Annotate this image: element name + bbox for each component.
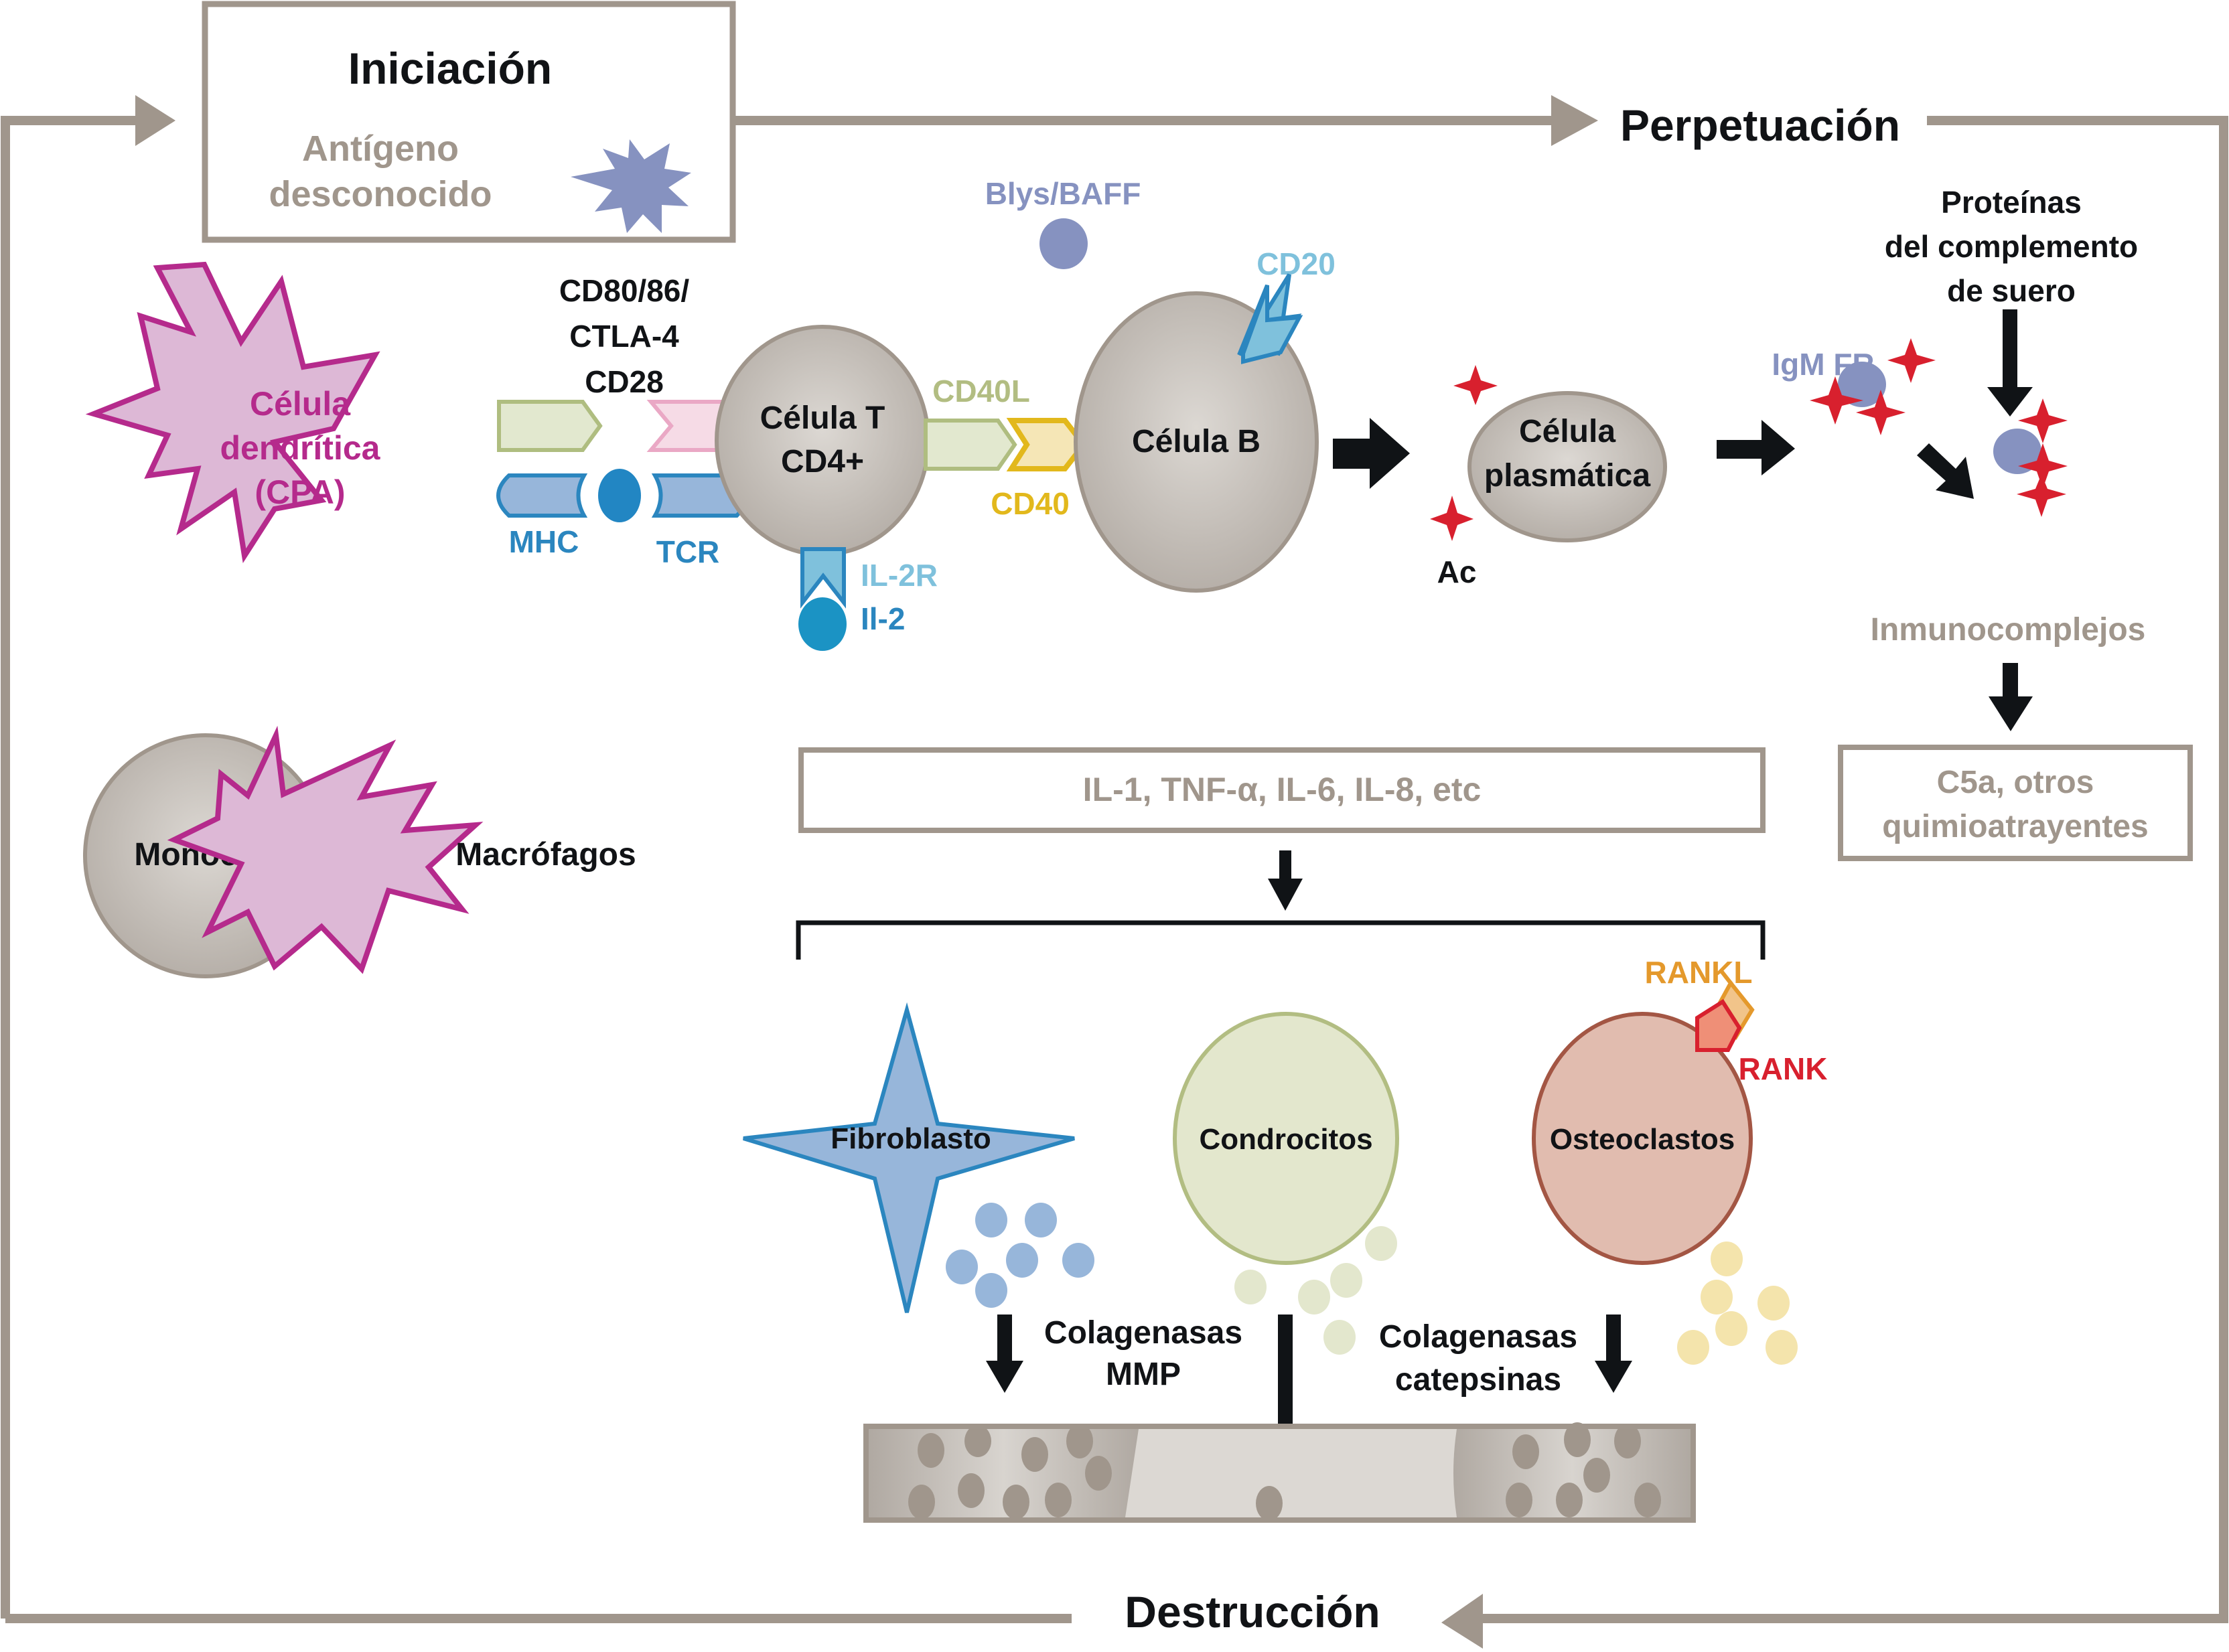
cd40-receptor bbox=[1006, 418, 1088, 471]
costim-label-3: CD28 bbox=[585, 364, 664, 399]
arrow-cytokines-down bbox=[1268, 850, 1303, 911]
fibroblast-enzymes bbox=[946, 1203, 1094, 1308]
arrow-to-initiation bbox=[135, 95, 175, 146]
antibody-stars bbox=[1430, 365, 1498, 541]
chemoattractants-box bbox=[1838, 745, 2193, 861]
igm-stars bbox=[1810, 338, 2068, 517]
antigen-peptide bbox=[598, 469, 641, 522]
antigen-label-1: Antígeno bbox=[302, 129, 459, 169]
enzymes-right-label-1: Colagenasas bbox=[1379, 1319, 1577, 1355]
fibroblast-cell bbox=[743, 1002, 1075, 1313]
arrow-osteoclast-to-bone bbox=[1595, 1315, 1632, 1393]
antibody-star bbox=[1856, 390, 1906, 435]
arrow-complement-down bbox=[1987, 309, 2033, 417]
dendritic-cell bbox=[85, 261, 380, 563]
cycle-loop bbox=[1, 116, 2228, 1623]
osteoclast-label: Osteoclastos bbox=[1550, 1123, 1735, 1156]
destruction-title: Destrucción bbox=[1125, 1587, 1380, 1637]
plasma-cell bbox=[1467, 391, 1667, 542]
t-cell bbox=[715, 325, 930, 556]
bone-cartilage-tissue bbox=[863, 1422, 1696, 1523]
arrow-b-to-plasma bbox=[1333, 418, 1410, 489]
costim-label-2: CTLA-4 bbox=[569, 319, 679, 354]
arrow-to-destruction bbox=[1441, 1594, 1483, 1649]
antibody-star bbox=[2017, 474, 2066, 517]
enzymes-right-label-2: catepsinas bbox=[1395, 1362, 1561, 1398]
plasma-cell-label-1: Célula bbox=[1519, 414, 1615, 449]
arrow-igm-to-complex bbox=[1917, 443, 1974, 499]
rank-receptor bbox=[1695, 998, 1742, 1052]
il2r-label: IL-2R bbox=[861, 558, 938, 593]
cd40-label: CD40 bbox=[991, 486, 1070, 521]
rank-label: RANK bbox=[1739, 1051, 1828, 1086]
enzymes-left-label-1: Colagenasas bbox=[1044, 1315, 1242, 1351]
rankl-label: RANKL bbox=[1645, 955, 1753, 990]
mhc-molecule bbox=[496, 473, 588, 518]
chemo-label-1: C5a, otros bbox=[1937, 765, 2094, 800]
fibroblast-label: Fibroblasto bbox=[831, 1122, 991, 1155]
costim-label-1: CD80/86/ bbox=[559, 273, 690, 308]
antibody-star bbox=[1810, 376, 1863, 425]
antigen-label-2: desconocido bbox=[269, 174, 492, 214]
enzymes-left-label-2: MMP bbox=[1106, 1357, 1181, 1392]
chondrocyte-cell bbox=[1173, 1012, 1399, 1265]
arrow-chondrocyte-to-bone bbox=[1267, 1315, 1304, 1473]
antibody-star bbox=[2018, 443, 2068, 489]
cytokines-box bbox=[798, 747, 1766, 833]
dendritic-cell-label-1: Célula bbox=[250, 385, 351, 423]
blys-baff-label: Blys/BAFF bbox=[985, 176, 1141, 211]
immune-complexes-label: Inmunocomplejos bbox=[1871, 612, 2146, 648]
b-cell-label: Célula B bbox=[1132, 424, 1261, 459]
t-cell-label-2: CD4+ bbox=[781, 444, 864, 479]
t-cell-label-1: Célula T bbox=[760, 400, 885, 436]
plasma-cell-label-2: plasmática bbox=[1484, 458, 1650, 494]
cytokines-label: IL-1, TNF-α, IL-6, IL-8, etc bbox=[1083, 771, 1482, 808]
cd40l-label: CD40L bbox=[932, 374, 1030, 408]
arrow-plasma-to-igm bbox=[1717, 420, 1795, 475]
unknown-antigen-icon bbox=[571, 139, 691, 233]
cd20-receptor-body bbox=[1241, 285, 1303, 364]
dendritic-cell-label-2: dendrítica bbox=[220, 429, 381, 467]
b-cell bbox=[1074, 291, 1319, 593]
complement-label-3: de suero bbox=[1947, 273, 2076, 308]
cd20-label: CD20 bbox=[1256, 246, 1336, 281]
chemo-label-2: quimioatrayentes bbox=[1882, 809, 2148, 844]
arrow-fibroblast-to-bone bbox=[986, 1315, 1023, 1393]
il2-ligand bbox=[798, 597, 847, 651]
chondrocyte-enzymes bbox=[1234, 1226, 1397, 1355]
il2-label: Il-2 bbox=[861, 601, 905, 636]
immune-complex-molecule bbox=[1993, 429, 2041, 474]
antibody-label: Ac bbox=[1437, 554, 1477, 589]
antibody-star bbox=[1887, 338, 1936, 383]
igm-fr-molecule bbox=[1838, 362, 1886, 407]
complement-label-2: del complemento bbox=[1885, 229, 2138, 264]
dendritic-cell-label-3: (CPA) bbox=[255, 473, 345, 511]
osteoclast-cell bbox=[1532, 1012, 1753, 1265]
antibody-star bbox=[1430, 496, 1473, 541]
cd40l-ligand bbox=[924, 419, 1017, 471]
macrophage-label: Macrófagos bbox=[455, 837, 636, 873]
il2r-receptor bbox=[800, 547, 846, 609]
blys-baff-molecule bbox=[1039, 218, 1088, 269]
tcr-label: TCR bbox=[656, 534, 720, 569]
initiation-title: Iniciación bbox=[348, 44, 552, 93]
perpetuation-title: Perpetuación bbox=[1620, 100, 1900, 150]
complement-label-1: Proteínas bbox=[1941, 185, 2082, 220]
mhc-label: MHC bbox=[509, 524, 579, 559]
cd80-86-receptor bbox=[497, 400, 603, 452]
antibody-star bbox=[1453, 365, 1498, 405]
macrophage-cell bbox=[167, 725, 484, 974]
arrow-complexes-to-chemo bbox=[1989, 663, 2033, 731]
arrow-to-perpetuation bbox=[1551, 95, 1598, 146]
effector-bracket bbox=[796, 920, 1766, 960]
chondrocyte-label: Condrocitos bbox=[1199, 1123, 1372, 1156]
antibody-star bbox=[2018, 398, 2068, 443]
osteoclast-enzymes bbox=[1677, 1242, 1798, 1365]
